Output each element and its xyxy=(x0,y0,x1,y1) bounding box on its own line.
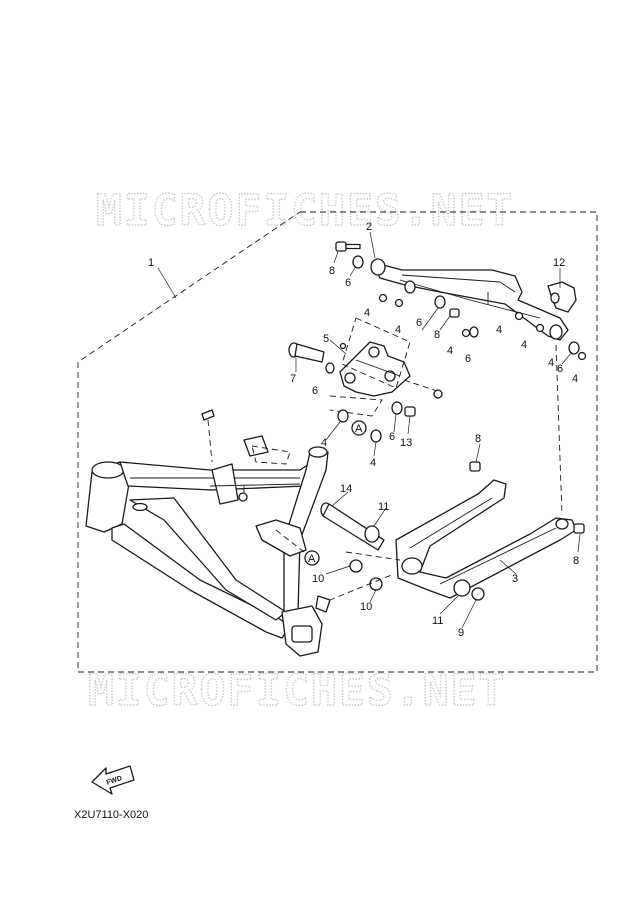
nut-4-b xyxy=(394,298,404,308)
callout-8-mid: 8 xyxy=(434,329,440,341)
callout-4-d: 4 xyxy=(496,324,502,336)
bracket-projection-lower xyxy=(329,395,383,417)
svg-text:A: A xyxy=(308,553,316,565)
callout-1: 1 xyxy=(148,257,154,269)
callout-13: 13 xyxy=(400,437,412,449)
callout-5: 5 xyxy=(323,333,329,345)
nut-4-e xyxy=(535,323,545,333)
callout-4-b: 4 xyxy=(395,324,401,336)
bracket-projection xyxy=(341,317,411,389)
alignment-line-right xyxy=(555,344,563,516)
callout-8-right: 8 xyxy=(573,555,579,567)
callout-11-upper: 11 xyxy=(378,501,389,513)
bolt-13 xyxy=(404,406,416,417)
frame-part-1 xyxy=(85,435,329,657)
washer-4-right xyxy=(370,429,382,443)
nut-4-c xyxy=(461,328,471,338)
callout-4-e: 4 xyxy=(521,339,527,351)
bolt-8-arm-right xyxy=(573,523,585,534)
washer-6-top xyxy=(352,255,364,269)
callout-12: 12 xyxy=(553,257,565,269)
callout-10-lower: 10 xyxy=(360,601,372,613)
callout-4-left: 4 xyxy=(321,437,327,449)
washer-6-mid xyxy=(434,295,446,309)
bushing-11-lower xyxy=(453,579,471,597)
pin-dashed xyxy=(403,379,441,393)
callout-8-arm: 8 xyxy=(475,433,481,445)
callout-10-upper: 10 xyxy=(312,573,324,585)
callout-4-right: 4 xyxy=(370,457,376,469)
callout-6-right: 6 xyxy=(557,363,563,375)
callout-6-mid2: 6 xyxy=(465,353,471,365)
pivot-cap xyxy=(315,595,331,613)
bolt-8-mid xyxy=(449,308,460,318)
assembly-boundary xyxy=(77,211,598,673)
callout-7: 7 xyxy=(290,373,296,385)
bolt-8-arm xyxy=(469,461,481,472)
bolt-8-top xyxy=(335,241,361,252)
washer-6-mid2 xyxy=(469,326,479,338)
callout-2: 2 xyxy=(366,221,372,233)
washer-4-left xyxy=(337,409,349,423)
callout-4-g: 4 xyxy=(572,373,578,385)
reference-mark-a-upper: A xyxy=(351,420,367,436)
nut-4-d xyxy=(514,311,524,321)
lower-arm-part-3 xyxy=(395,479,577,599)
bushing-11-upper xyxy=(364,525,380,543)
callout-11-lower: 11 xyxy=(432,615,443,627)
callout-4-f: 4 xyxy=(548,357,554,369)
pivot-dashed-2 xyxy=(345,551,401,561)
small-clip xyxy=(339,342,347,350)
nut-9 xyxy=(471,587,485,601)
ref-line-a xyxy=(275,529,305,553)
pivot-dashed xyxy=(319,573,395,605)
small-screw xyxy=(201,409,215,421)
fwd-label: FWD xyxy=(106,775,123,787)
figure-code: X2U7110-X020 xyxy=(74,809,148,821)
callout-6-top: 6 xyxy=(345,277,351,289)
leader-lines xyxy=(157,231,581,629)
callout-4-c: 4 xyxy=(447,345,453,357)
callout-3: 3 xyxy=(512,573,518,585)
washer-6-lower xyxy=(391,401,403,415)
washer-6-left xyxy=(325,362,335,374)
washer-6-right xyxy=(568,341,580,355)
callout-4-a: 4 xyxy=(364,307,370,319)
seat-box xyxy=(251,445,291,465)
nut-4-a xyxy=(378,293,388,303)
svg-text:A: A xyxy=(355,423,363,435)
bolt-7 xyxy=(288,342,325,363)
bracket-part-5 xyxy=(339,341,411,397)
callout-6-left: 6 xyxy=(312,385,318,397)
callout-14: 14 xyxy=(340,483,352,495)
callout-9: 9 xyxy=(458,627,464,639)
pin-end xyxy=(433,389,443,399)
ref-line-seat xyxy=(207,419,213,463)
watermark-bottom: MICROFICHES.NET xyxy=(88,666,506,716)
reference-mark-a-lower: A xyxy=(304,550,320,566)
nut-4-f xyxy=(577,351,587,361)
washer-10-upper xyxy=(349,559,363,573)
washer-12 xyxy=(550,292,560,304)
callout-6-mid: 6 xyxy=(416,317,422,329)
watermark-top: MICROFICHES.NET xyxy=(96,186,514,236)
callout-8-top: 8 xyxy=(329,265,335,277)
fwd-arrow-icon: FWD xyxy=(91,765,135,795)
upper-link-part-2 xyxy=(370,258,577,341)
callout-6-lower: 6 xyxy=(389,431,395,443)
callout-labels: 1 2 12 8 6 4 4 6 8 4 6 4 4 4 6 4 5 7 6 4… xyxy=(148,221,579,639)
